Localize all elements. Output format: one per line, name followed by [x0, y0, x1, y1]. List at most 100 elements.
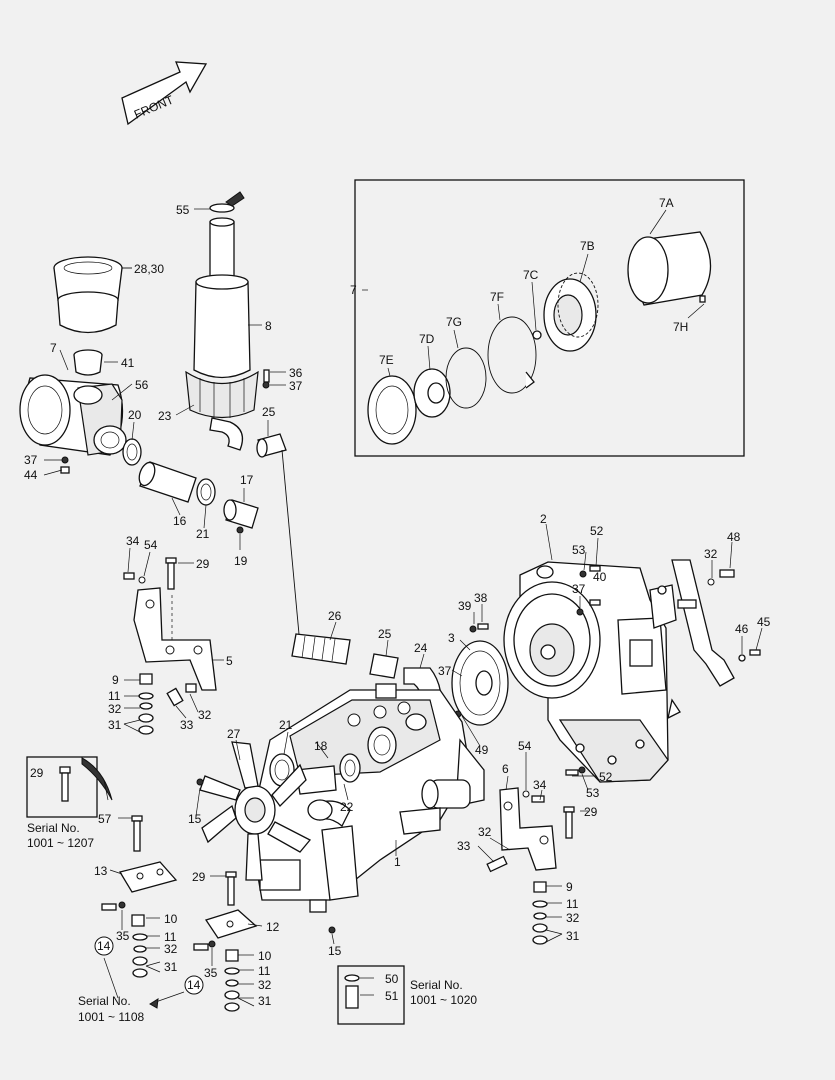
- tube-17: [223, 499, 259, 529]
- callout-21-b: 21: [279, 718, 293, 732]
- callout-44: 44: [24, 468, 38, 482]
- transmission-housing-2: [503, 561, 677, 783]
- bolt-33b: [486, 855, 508, 873]
- callout-7: 7: [50, 341, 57, 355]
- callout-10-a: 10: [164, 912, 178, 926]
- callout-14-a: 14: [97, 939, 111, 953]
- mount-stack-a: [138, 673, 154, 735]
- callout-37-b: 37: [24, 453, 38, 467]
- bolt-36-37: [262, 369, 270, 389]
- callout-37-d: 37: [438, 664, 452, 678]
- bolt-33-32: [166, 683, 197, 707]
- callout-48: 48: [727, 530, 741, 544]
- callout-52-b: 52: [599, 770, 613, 784]
- hose-26: [291, 633, 351, 665]
- callout-35-a: 35: [116, 929, 130, 943]
- callout-54-a: 54: [144, 538, 158, 552]
- callout-38: 38: [474, 591, 488, 605]
- callout-29-c: 29: [192, 870, 206, 884]
- box-callout-7A: 7A: [659, 196, 674, 210]
- callout-33-a: 33: [180, 718, 194, 732]
- clamp-21: [196, 478, 216, 506]
- bolt-29b: [563, 806, 575, 839]
- callout-32-g: 32: [258, 978, 272, 992]
- callout-57: 57: [98, 812, 112, 826]
- serial-note-1-line2: 1001 ~ 1207: [27, 836, 94, 850]
- bolt-34-54: [123, 572, 146, 584]
- callout-31-d: 31: [258, 994, 272, 1008]
- box-callout-7D: 7D: [419, 332, 435, 346]
- box-callout-7H: 7H: [673, 320, 688, 334]
- callout-9-b: 9: [566, 880, 573, 894]
- callout-27: 27: [227, 727, 241, 741]
- sleeve-25: [256, 433, 287, 458]
- muffler-8: [185, 217, 259, 451]
- callout-36: 36: [289, 366, 303, 380]
- bolt-54-34b: [522, 790, 545, 803]
- box-callout-7: 7: [350, 283, 357, 297]
- callout-37-a: 37: [289, 379, 303, 393]
- callout-11-b: 11: [566, 897, 579, 911]
- box-callout-7E: 7E: [379, 353, 394, 367]
- bracket-5: [133, 587, 217, 691]
- bolt-39-38: [469, 623, 489, 633]
- callout-13: 13: [94, 864, 108, 878]
- callout-10-b: 10: [258, 949, 272, 963]
- air-cleaner-7: [19, 374, 127, 456]
- callout-21-a: 21: [196, 527, 210, 541]
- callout-46: 46: [735, 622, 749, 636]
- callout-32-a: 32: [704, 547, 718, 561]
- mount-stack-d: [193, 940, 240, 1012]
- callout-39: 39: [458, 599, 472, 613]
- callout-labels: 55 28,30 8 7 41 56 36 37 23 25 20 37 44 …: [24, 196, 771, 1008]
- box-callout-7G: 7G: [446, 315, 462, 329]
- precleaner-28-30: [53, 256, 123, 334]
- callout-11-c: 11: [164, 930, 177, 944]
- bolt-37-44: [60, 456, 70, 474]
- callout-3: 3: [448, 631, 455, 645]
- box-callout-7B: 7B: [580, 239, 595, 253]
- serial-note-2-line2: 1001 ~ 1108: [78, 1010, 145, 1024]
- hose-16: [138, 461, 197, 503]
- serial-box-50-51: [337, 965, 405, 1025]
- callout-31-c: 31: [164, 960, 178, 974]
- callout-1: 1: [394, 855, 401, 869]
- callout-2: 2: [540, 512, 547, 526]
- clamp-ring-7F: [487, 316, 537, 394]
- callout-41: 41: [121, 356, 135, 370]
- callout-35-b: 35: [204, 966, 218, 980]
- bracket-6: [499, 787, 557, 871]
- callout-40: 40: [593, 570, 607, 584]
- callout-29-a: 29: [196, 557, 210, 571]
- serial-note-1-line1: Serial No.: [27, 821, 80, 835]
- callout-50: 50: [385, 972, 399, 986]
- callout-20: 20: [128, 408, 142, 422]
- clamp-18-22: [295, 753, 361, 821]
- bolt-29c: [225, 871, 237, 906]
- callout-45: 45: [757, 615, 771, 629]
- callout-9-a: 9: [112, 673, 119, 687]
- valve-7D: [413, 368, 451, 418]
- inset-callout-29: 29: [30, 766, 44, 780]
- serial-note-3-line1: Serial No.: [410, 978, 463, 992]
- callout-25-a: 25: [262, 405, 276, 419]
- callout-24: 24: [414, 641, 428, 655]
- leader-lines: [43, 208, 763, 1009]
- bolt-29a: [165, 557, 177, 590]
- rain-cap-55: [209, 191, 245, 213]
- callout-56: 56: [135, 378, 149, 392]
- callout-31-a: 31: [108, 718, 122, 732]
- callout-29-b: 29: [584, 805, 598, 819]
- callout-16: 16: [173, 514, 187, 528]
- callout-15-b: 15: [328, 944, 342, 958]
- inner-element-7B: [543, 272, 599, 352]
- callout-34-a: 34: [126, 534, 140, 548]
- serial-notes: Serial No. 1001 ~ 1207 Serial No. 1001 ~…: [27, 821, 477, 1024]
- callout-25-b: 25: [378, 627, 392, 641]
- callout-51: 51: [385, 989, 399, 1003]
- callout-37-c: 37: [572, 582, 586, 596]
- callout-14-b: 14: [187, 978, 201, 992]
- callout-34-b: 34: [533, 778, 547, 792]
